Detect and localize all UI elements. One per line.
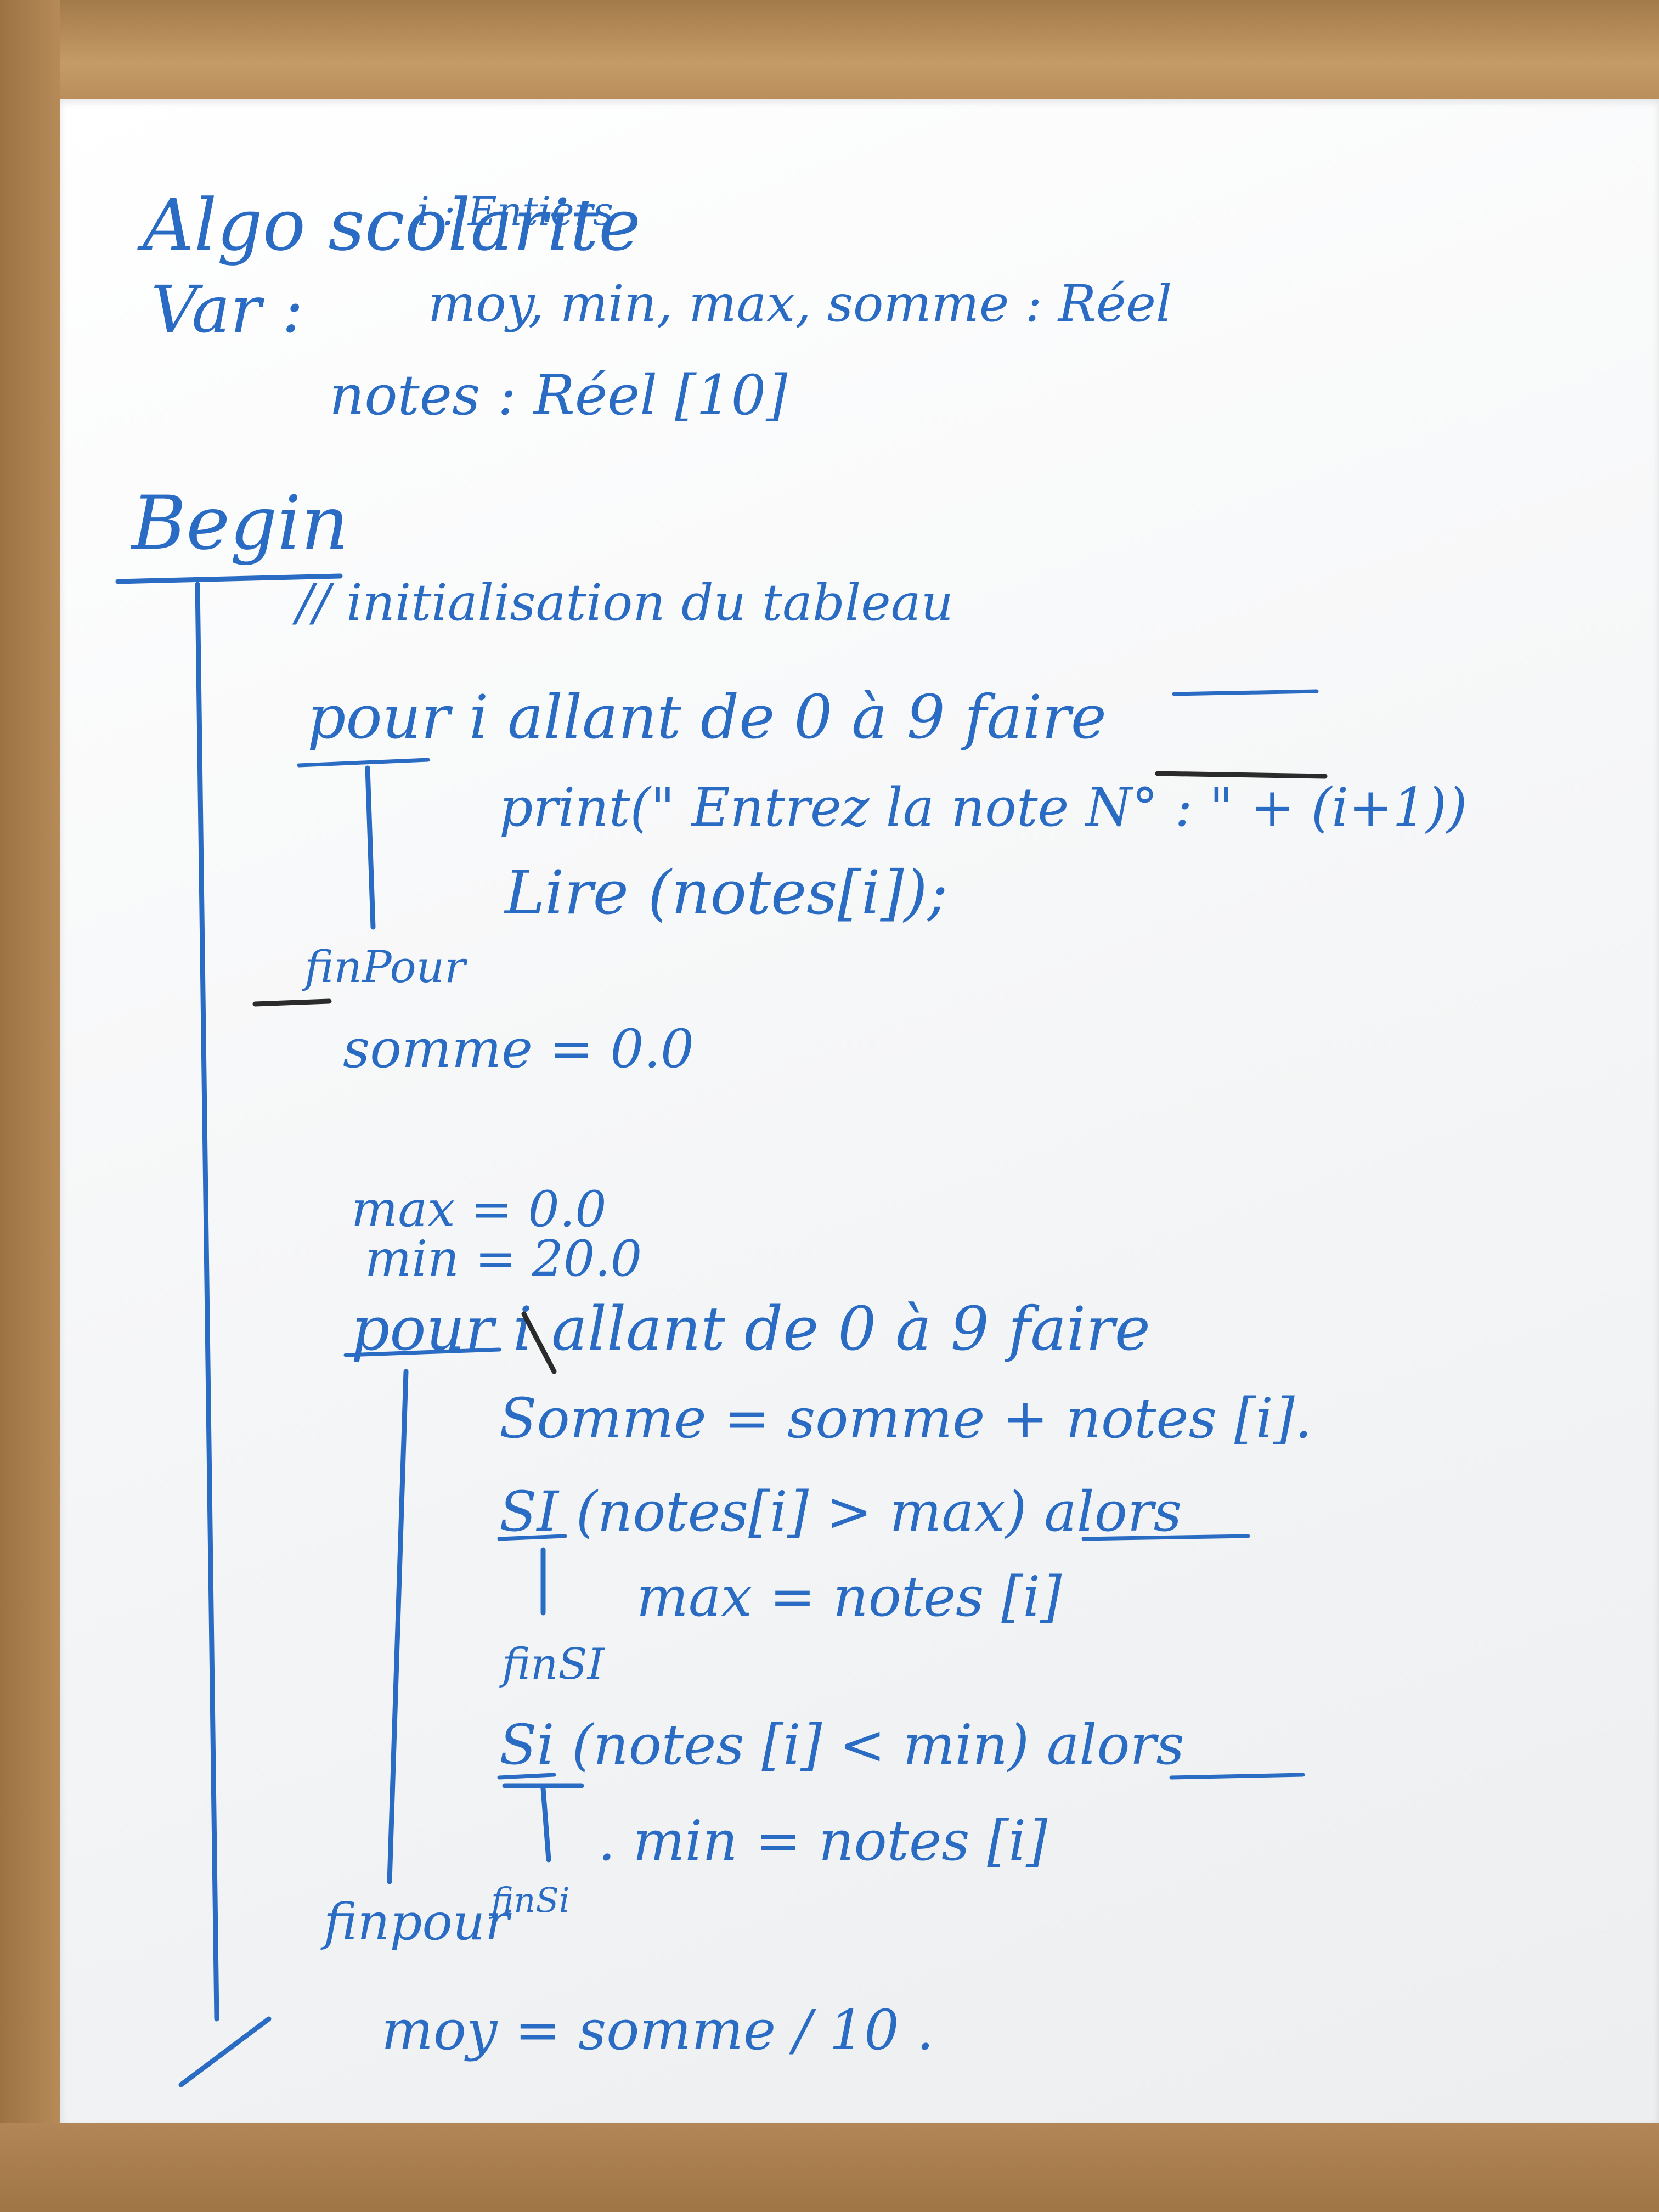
board-frame-top — [0, 0, 1659, 104]
var-label: Var : — [151, 272, 303, 347]
lire-statement: Lire (notes[i]); — [504, 857, 948, 928]
finpour-dark-stroke — [252, 998, 332, 1007]
finpour-1: finPour — [302, 941, 468, 992]
finpour-2: finpour — [320, 1893, 512, 1951]
whiteboard — [60, 99, 1659, 2123]
main-block-bar — [195, 582, 219, 2022]
pour-underline-1 — [297, 758, 430, 768]
alors-underline-2 — [1169, 1773, 1305, 1780]
alors-underline-1 — [1081, 1534, 1250, 1541]
max-assignment: max = notes [i] — [636, 1565, 1062, 1629]
somme-accumulate: Somme = somme + notes [i]. — [499, 1386, 1312, 1451]
var-i-entiers: i : Entiers — [417, 188, 613, 234]
note-label-underline — [1155, 771, 1328, 779]
begin-underline — [115, 573, 343, 584]
si-underline-1 — [497, 1534, 567, 1541]
pour-loop-1: pour i allant de 0 à 9 faire — [307, 682, 1107, 752]
faire-underline-1 — [1172, 689, 1319, 696]
i-overwrite-stroke — [521, 1311, 557, 1374]
finsi-2: finSi — [489, 1880, 570, 1920]
pour-block-bar-1 — [365, 765, 376, 930]
var-reals: moy, min, max, somme : Réel — [428, 274, 1172, 333]
si-min-condition: Si (notes [i] < min) alors — [499, 1713, 1184, 1777]
board-frame-bottom — [0, 2123, 1659, 2212]
board-frame-left — [0, 0, 60, 2212]
min-assignment: . min = notes [i] — [598, 1809, 1048, 1873]
pour-underline-2 — [343, 1347, 501, 1357]
begin-keyword: Begin — [130, 480, 349, 566]
print-statement: print(" Entrez la note N° : " + (i+1)) — [499, 777, 1467, 838]
somme-init: somme = 0.0 — [343, 1018, 694, 1080]
si-max-condition: SI (notes[i] > max) alors — [499, 1480, 1182, 1544]
moy-assignment: moy = somme / 10 . — [381, 1998, 934, 2062]
title-algo: Algo scolarite — [137, 183, 641, 267]
pour-block-bar-2 — [387, 1369, 409, 1884]
pour-loop-2: pour i allant de 0 à 9 faire — [351, 1294, 1150, 1364]
var-notes-array: notes : Réel [10] — [329, 363, 788, 427]
si-underline-2 — [497, 1773, 556, 1780]
si-block-bar-2 — [540, 1786, 551, 1863]
finsi-1: finSI — [499, 1640, 606, 1689]
min-init: min = 20.0 — [365, 1230, 642, 1288]
comment-initialisation: // initialisation du tableau — [292, 573, 953, 632]
max-init: max = 0.0 — [351, 1181, 607, 1238]
main-block-end-stroke — [178, 2016, 272, 2087]
